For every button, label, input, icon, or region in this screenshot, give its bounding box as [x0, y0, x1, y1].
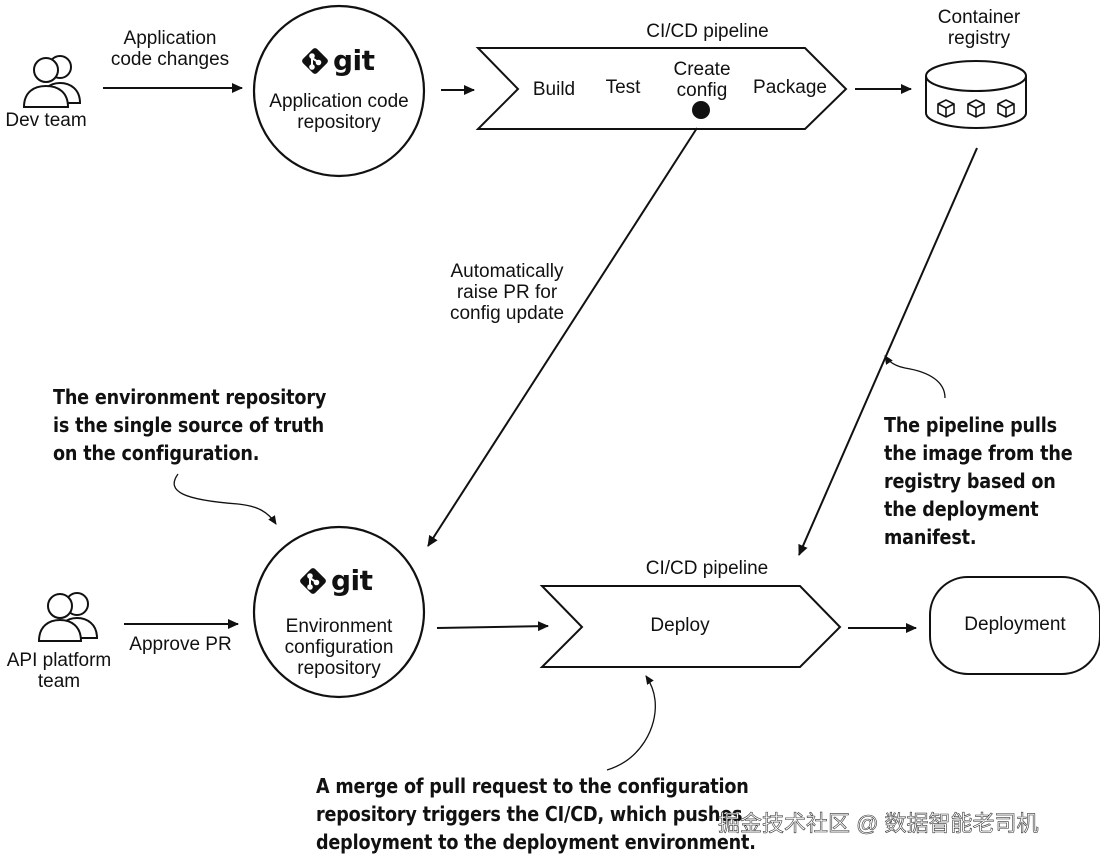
pull-note: The pipeline pulls the image from the re…: [884, 413, 1073, 549]
watermark: 掘金技术社区 @ 数据智能老司机: [718, 811, 1039, 837]
arrow-create-config-to-env-repo: [427, 127, 698, 547]
arrow-registry-to-deploy: [798, 147, 978, 556]
create-config-dot: [692, 101, 710, 119]
api-team-label: API platform team: [6, 650, 112, 692]
approve-pr-label: Approve PR: [129, 634, 232, 655]
env-repo-circle: [252, 525, 426, 699]
container-image-icons: [937, 99, 1015, 118]
pointer-merge-note: [606, 675, 656, 771]
dev-team-label: Dev team: [5, 110, 87, 131]
merge-note: A merge of pull request to the configura…: [316, 774, 756, 854]
pipeline-bottom-title: CI/CD pipeline: [645, 558, 769, 579]
app-repo-circle: [252, 4, 426, 178]
pointer-pull-note: [884, 355, 946, 399]
stage-create-config: Create config: [673, 59, 731, 101]
api-team-icon: [37, 592, 99, 642]
dev-team-icon: [22, 55, 82, 108]
app-code-changes-label: Application code changes: [110, 28, 230, 70]
stage-package: Package: [753, 77, 827, 98]
stage-build: Build: [532, 79, 576, 100]
deployment-box: [929, 576, 1100, 675]
pointer-env-note: [173, 473, 277, 525]
stage-deploy: Deploy: [650, 615, 710, 636]
git-wordmark: git: [333, 44, 375, 77]
pipeline-bottom-shape: [539, 585, 842, 668]
git-icon: [302, 48, 328, 74]
git-logo-bottom: git: [299, 567, 373, 595]
registry-label: Container registry: [937, 7, 1021, 49]
deployment-label: Deployment: [964, 614, 1066, 635]
auto-raise-pr-label: Automatically raise PR for config update: [449, 261, 565, 324]
env-repo-note: The environment repository is the single…: [53, 385, 327, 465]
git-wordmark: git: [331, 564, 373, 597]
git-logo-top: git: [301, 47, 375, 75]
app-repo-label: Application code repository: [269, 91, 409, 133]
git-icon: [300, 568, 326, 594]
env-repo-label: Environment configuration repository: [284, 616, 394, 679]
arrow-env-repo-to-deploy: [436, 621, 549, 632]
pipeline-top-shape: [475, 47, 848, 130]
pipeline-top-title: CI/CD pipeline: [646, 21, 769, 42]
registry-cylinder: [925, 60, 1027, 129]
stage-test: Test: [605, 77, 641, 98]
